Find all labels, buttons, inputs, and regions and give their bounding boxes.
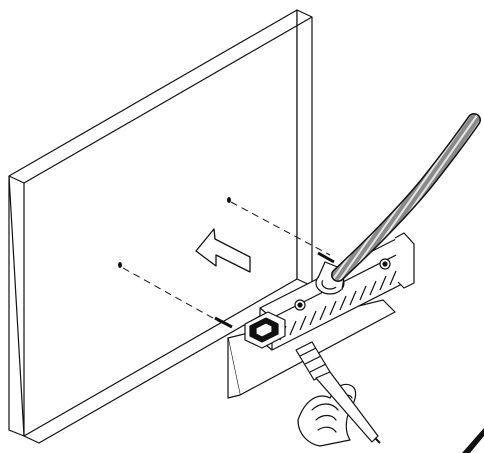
screwdriver	[295, 341, 381, 444]
hand	[297, 383, 357, 447]
direction-arrow	[195, 228, 251, 273]
latch-clip	[244, 311, 286, 349]
hose	[331, 113, 481, 282]
corner-mark	[462, 428, 484, 453]
wall-panel	[8, 9, 313, 444]
mounting-hole-lower	[118, 262, 122, 268]
guide-line-lower	[122, 267, 221, 323]
mounting-hole-upper	[227, 197, 231, 203]
guide-line-upper	[230, 201, 331, 256]
